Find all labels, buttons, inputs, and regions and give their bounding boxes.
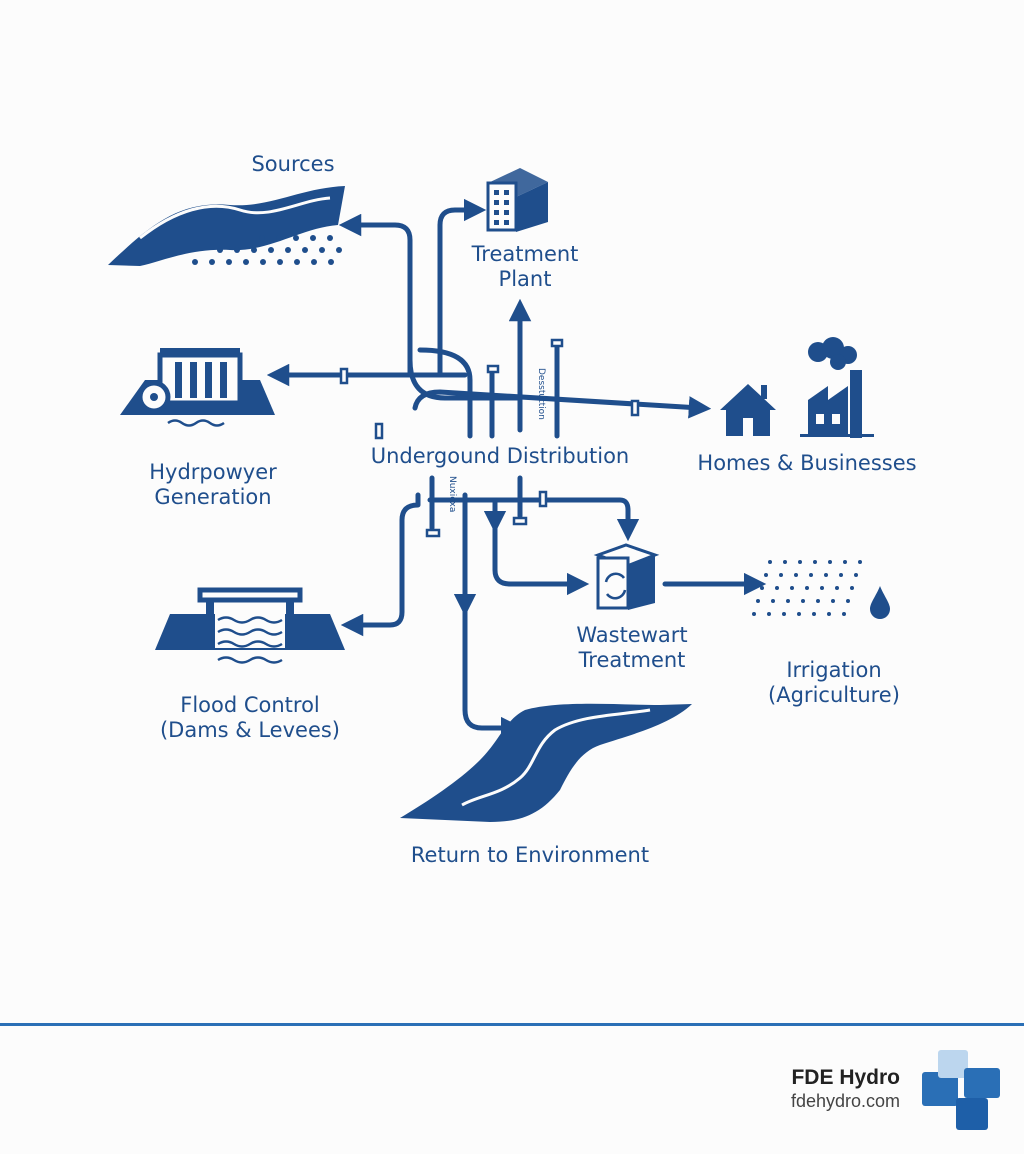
- pipe-lower-main: [427, 497, 640, 542]
- water-cycle-diagram: [108, 168, 890, 822]
- pipe-main-line: [412, 389, 712, 419]
- brand-url: fdehydro.com: [790, 1091, 900, 1111]
- valve: [630, 399, 640, 417]
- wastewater-treatment-icon: [593, 543, 660, 610]
- label-hydropower: Hydrpowyer Generation: [118, 460, 308, 510]
- irrigation-icon: [752, 560, 890, 619]
- valve: [550, 338, 564, 348]
- flood-control-icon: [155, 587, 345, 664]
- pipe-loop-front: [417, 347, 473, 439]
- label-irrigation: Irrigation (Agriculture): [754, 658, 914, 708]
- label-treatment-plant-line1: Treatment: [471, 242, 579, 266]
- label-return-to-environment: Return to Environment: [410, 843, 650, 867]
- pipe-to-treatment-plant: [437, 198, 487, 378]
- label-flood-control-line2: (Dams & Levees): [159, 718, 340, 742]
- pipe-to-environment: [462, 492, 524, 740]
- label-treatment-plant: Treatment Plant: [445, 242, 605, 292]
- footer-divider: [0, 1023, 1024, 1026]
- pipe-fittings: [339, 338, 640, 538]
- pipe-to-sources: [338, 213, 413, 378]
- pipe-label-upper: Desstuttion: [536, 368, 546, 420]
- brand-name: FDE Hydro: [791, 1066, 900, 1089]
- label-sources: Sources: [251, 152, 335, 176]
- treatment-plant-icon: [486, 168, 548, 232]
- valve: [512, 516, 528, 526]
- valve: [486, 364, 500, 374]
- valve: [339, 367, 349, 385]
- pipe-loop-back: [407, 357, 523, 401]
- river-icon: [400, 703, 692, 822]
- label-flood-control: Flood Control (Dams & Levees): [150, 693, 350, 743]
- label-wastewater-line1: Wastewart: [576, 623, 688, 647]
- label-wastewater-line2: Treatment: [578, 648, 686, 672]
- factory-icon: [800, 337, 874, 438]
- label-treatment-plant-line2: Plant: [498, 267, 552, 291]
- house-icon: [720, 384, 776, 436]
- label-irrigation-line2: (Agriculture): [768, 683, 900, 707]
- label-irrigation-line1: Irrigation: [786, 658, 882, 682]
- valve: [374, 422, 384, 440]
- hydropower-icon: [120, 348, 275, 427]
- valve: [538, 490, 548, 508]
- pipe-to-wastewater: [492, 515, 590, 596]
- pipe-to-flood: [340, 492, 421, 637]
- label-homes-businesses: Homes & Businesses: [697, 451, 917, 475]
- label-hydropower-line2: Generation: [154, 485, 272, 509]
- label-wastewater-treatment: Wastewart Treatment: [552, 623, 712, 673]
- fde-hydro-logo-icon: [922, 1050, 1000, 1130]
- label-flood-control-line1: Flood Control: [180, 693, 320, 717]
- label-distribution: Undergound Distribution: [370, 444, 630, 468]
- pipe-label-lower: Nuxioxa: [447, 476, 457, 513]
- valve: [425, 528, 441, 538]
- label-hydropower-line1: Hydrpowyer: [149, 460, 277, 484]
- sources-icon: [108, 186, 345, 266]
